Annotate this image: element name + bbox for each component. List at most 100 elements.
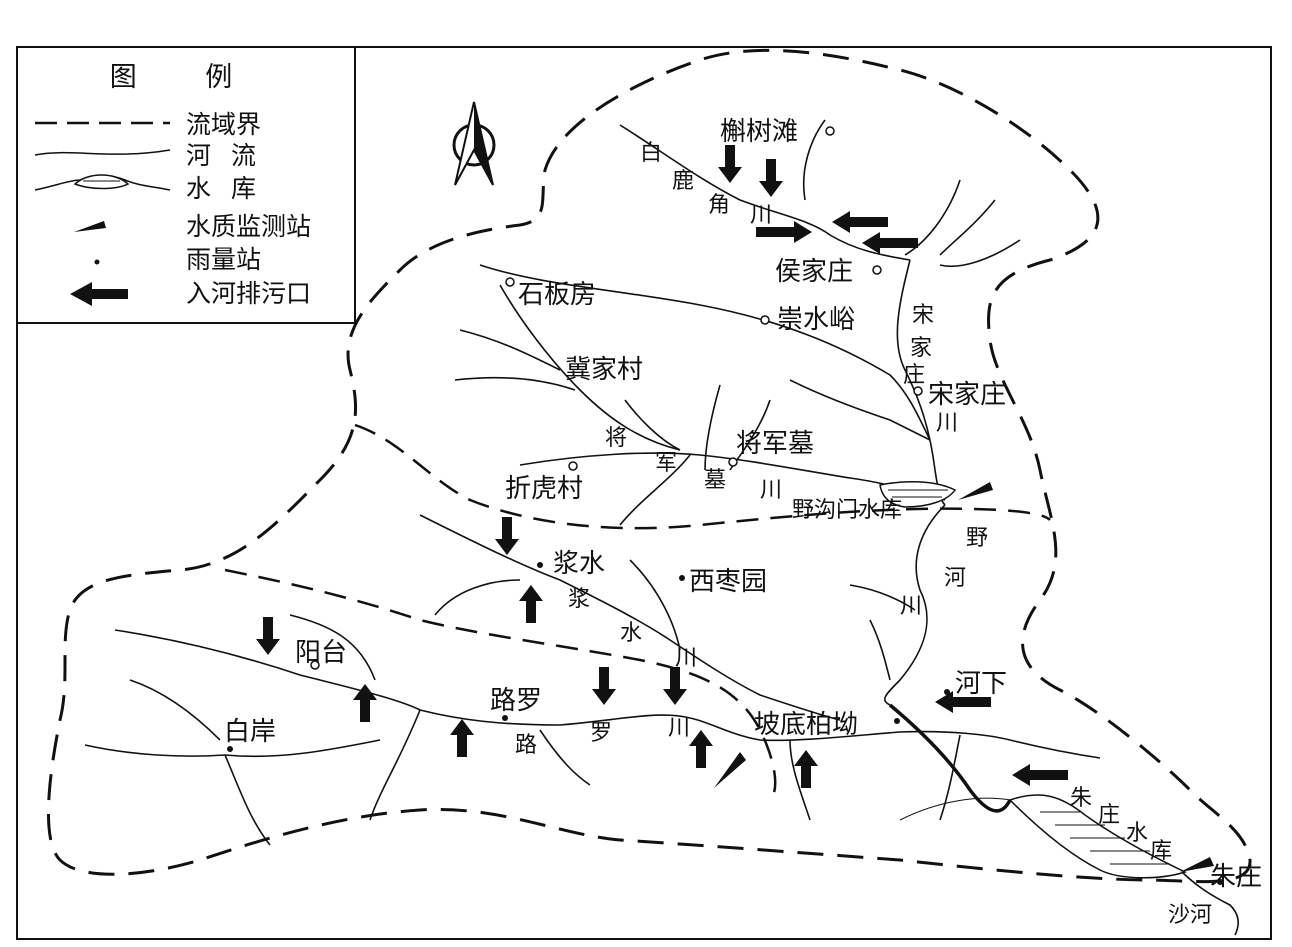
rain-station-dot	[227, 746, 233, 752]
river-char: 白	[640, 141, 662, 166]
outfall-arrow-icon	[519, 585, 543, 623]
river-trunk	[888, 703, 1012, 813]
rain-station-dot	[944, 689, 950, 695]
outfall-arrow-icon	[663, 667, 687, 705]
river-char: 角	[708, 193, 730, 218]
rain-station-dot	[502, 715, 508, 721]
outfall-arrow-icon	[450, 719, 474, 757]
village-marker	[568, 461, 578, 471]
river-char: 庄	[903, 363, 925, 388]
river-char: 川	[936, 411, 958, 436]
label-houjiazhuang: 侯家庄	[775, 257, 853, 287]
river-char: 朱	[1070, 786, 1092, 811]
legend-box	[16, 46, 356, 324]
river-char: 军	[655, 451, 677, 476]
label-xizaoyuan: 西枣园	[689, 567, 767, 597]
legend-label-river: 河 流	[186, 141, 262, 170]
quality-station-icon	[714, 752, 746, 788]
label-shibanfang: 石板房	[518, 280, 596, 310]
label-sha-river: 沙河	[1168, 903, 1212, 928]
label-luluo: 路罗	[490, 686, 542, 716]
river-bailujiao	[619, 124, 911, 261]
river-char: 墓	[704, 468, 726, 493]
river-char: 野	[966, 526, 988, 551]
river-ye	[884, 504, 946, 706]
outfall-arrow-icon	[689, 730, 713, 768]
rain-station-dot	[1217, 879, 1223, 885]
label-zhuzhuang: 朱庄	[1210, 862, 1262, 892]
label-hexia: 河下	[955, 669, 1007, 699]
river-sha	[1179, 869, 1240, 936]
legend-label-boundary: 流域界	[186, 110, 261, 139]
legend-label-reservoir: 水 库	[186, 174, 262, 203]
outfall-arrow-icon	[718, 145, 742, 183]
basin-boundary	[47, 48, 1252, 884]
legend-symbol-rain-station	[94, 259, 100, 265]
river-char: 水	[1126, 821, 1148, 846]
outfall-arrow-icon	[353, 684, 377, 722]
legend-symbol-reservoir	[73, 174, 130, 190]
village-marker	[505, 277, 515, 287]
label-yegoumen-reservoir: 野沟门水库	[792, 498, 902, 523]
river-char: 庄	[1098, 803, 1120, 828]
label-baian: 白岸	[224, 717, 276, 747]
river-char: 将	[605, 426, 627, 451]
village-marker	[728, 457, 738, 467]
river-char: 川	[900, 594, 922, 619]
reservoir-yegoumen	[879, 480, 957, 508]
legend-label-outfall: 入河排污口	[186, 279, 311, 308]
river-char: 水	[620, 621, 642, 646]
outfall-arrow-icon	[756, 221, 812, 243]
quality-station-icon	[958, 482, 993, 500]
rain-station-dot	[537, 562, 543, 568]
subbasin-boundary	[354, 423, 1051, 530]
map-frame	[16, 46, 1272, 940]
label-podibaiao: 坡底柏坳	[754, 710, 858, 740]
river-char: 库	[1150, 839, 1172, 864]
label-jiangjunmu: 将军墓	[736, 429, 814, 459]
legend-symbol-outfall	[70, 282, 128, 306]
subbasin-boundary	[224, 568, 777, 801]
river-jiangshui	[419, 514, 841, 721]
river-char: 家	[910, 336, 932, 361]
outfall-arrow-icon	[592, 667, 616, 705]
label-songjiazhuang: 宋家庄	[928, 380, 1006, 410]
river-char: 川	[750, 203, 772, 228]
outfall-arrow-icon	[495, 517, 519, 555]
river-char: 鹿	[672, 169, 694, 194]
legend-label-quality-station: 水质监测站	[186, 212, 311, 241]
outfall-arrow-icon	[1012, 764, 1068, 786]
river-char: 路	[515, 733, 537, 758]
village-marker	[872, 265, 882, 275]
legend-symbol-river	[34, 149, 171, 156]
outfall-arrow-icon	[759, 159, 783, 197]
legend-title: 图 例	[110, 62, 263, 93]
quality-station-icon	[1180, 857, 1214, 872]
river-luoluo	[114, 629, 1011, 742]
label-jiangshui: 浆水	[553, 549, 605, 579]
outfall-arrow-icon	[832, 211, 888, 233]
label-jijiacun: 冀家村	[565, 355, 643, 385]
outfall-arrow-icon	[935, 691, 991, 713]
rain-station-dot	[894, 718, 900, 724]
outfall-arrow-icon	[794, 750, 818, 788]
river-char: 罗	[590, 721, 612, 746]
outfall-arrow-icon	[862, 232, 918, 254]
legend-symbol-quality-station	[74, 221, 106, 232]
village-marker	[913, 386, 923, 396]
legend-label-rain-station: 雨量站	[186, 245, 261, 274]
village-marker	[310, 660, 320, 670]
label-zhehucun: 折虎村	[505, 474, 583, 504]
north-arrow-icon	[452, 101, 496, 186]
reservoir-zhuzhuang	[1008, 794, 1188, 879]
outfall-arrow-icon	[256, 617, 280, 655]
river-char: 宋	[912, 303, 934, 328]
label-yangtai: 阳台	[295, 638, 347, 668]
river-char: 浆	[568, 587, 590, 612]
river-char: 川	[668, 716, 690, 741]
river-char: 河	[944, 566, 966, 591]
label-chongshuiyu: 崇水峪	[777, 305, 855, 335]
village-marker	[760, 315, 770, 325]
